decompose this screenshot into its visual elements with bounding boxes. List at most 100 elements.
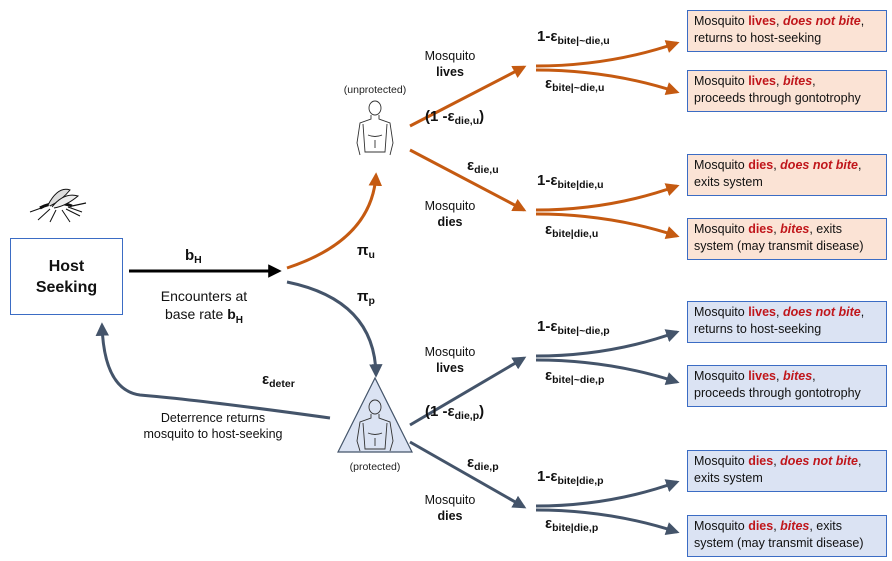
deter-eps: ε — [262, 371, 270, 388]
prot-dies-l2: dies — [437, 509, 463, 523]
encounter-line1: Encounters at — [160, 288, 248, 304]
pi-u: π — [357, 242, 369, 259]
prot-live-nobite-arrow — [535, 329, 680, 358]
human-icon — [356, 399, 394, 452]
prot-live-bite-arrow — [535, 358, 680, 386]
o-bite: bites — [782, 74, 813, 88]
o-result: system (may transmit disease) — [694, 536, 864, 550]
o-tail: , exits — [809, 519, 843, 533]
o-status: dies — [748, 454, 774, 468]
p4-eps: ε — [545, 515, 553, 532]
prot-die-nobite-arrow — [535, 479, 680, 508]
pi-p-sub: p — [368, 295, 375, 307]
o-tail: , — [812, 369, 816, 383]
prot-dies-branch — [409, 440, 527, 509]
outcome-unprot-lives-nobite: Mosquito lives, does not bite,returns to… — [687, 10, 887, 52]
unprot-live-bite-prob: εbite|~die,u — [545, 75, 604, 94]
prot-die-bite-prob: εbite|die,p — [545, 515, 598, 534]
unprot-die-prob: εdie,u — [467, 157, 499, 176]
o-tail: , — [857, 454, 862, 468]
unprot-survive-suf: ) — [479, 108, 485, 125]
u1-sub: bite|~die,u — [557, 35, 610, 47]
p4-sub: bite|die,p — [552, 522, 599, 534]
unprot-dies-l1: Mosquito — [424, 199, 476, 213]
o-status: lives — [748, 305, 777, 319]
o-result: proceeds through gontotrophy — [694, 386, 861, 400]
o-tail: , — [812, 74, 816, 88]
o-bite: does not bite — [782, 14, 861, 28]
o-result: system (may transmit disease) — [694, 239, 864, 253]
o-sep: , — [776, 305, 783, 319]
unprot-die-bite-arrow — [535, 212, 680, 240]
prot-lives-branch — [409, 356, 527, 427]
o-sep: , — [773, 454, 781, 468]
outcome-prot-lives-nobite: Mosquito lives, does not bite, returns to… — [687, 301, 887, 343]
prot-dies-l1: Mosquito — [424, 493, 476, 507]
o-text: Mosquito — [694, 305, 749, 319]
unprotected-label: (unprotected) — [343, 84, 407, 96]
o-text: Mosquito — [694, 369, 749, 383]
o-text: Mosquito — [694, 158, 749, 172]
unprot-live-nobite-prob: 1-εbite|~die,u — [537, 28, 610, 47]
prot-die-prob: εdie,p — [467, 454, 499, 473]
o-text: Mosquito — [694, 519, 749, 533]
prot-die-bite-arrow — [535, 508, 680, 536]
prot-die-sub: die,p — [474, 461, 499, 473]
pi-u-sub: u — [368, 249, 375, 261]
unprot-dies-label: Mosquito dies — [418, 198, 482, 230]
rate-sub: H — [194, 254, 202, 266]
encounter-line2: base rate — [164, 306, 224, 322]
o-status: dies — [748, 158, 774, 172]
unprot-die-bite-prob: εbite|die,u — [545, 221, 598, 240]
bednet-icon — [337, 376, 413, 453]
unprot-dies-l2: dies — [437, 215, 463, 229]
outcome-unprot-dies-nobite: Mosquito dies, does not bite,exits syste… — [687, 154, 887, 196]
u2-eps: ε — [545, 75, 553, 92]
unprot-survive-sub: die,u — [454, 115, 480, 127]
deterrence-arrow — [95, 322, 331, 420]
human-icon — [356, 100, 394, 156]
o-result: exits system — [694, 471, 763, 485]
o-bite: bites — [782, 369, 813, 383]
p3-eps: ε — [550, 468, 558, 485]
encounter-b: b — [227, 306, 236, 322]
o-sep: , — [776, 369, 783, 383]
unprot-survive-eps: ε — [447, 108, 455, 125]
pi-u-label: πu — [357, 242, 375, 261]
o-bite: does not bite — [782, 305, 861, 319]
pi-p-label: πp — [357, 288, 375, 307]
encounter-sub: H — [235, 314, 244, 326]
prot-die-nobite-prob: 1-εbite|die,p — [537, 468, 604, 487]
u2-sub: bite|~die,u — [552, 82, 605, 94]
outcome-prot-dies-nobite: Mosquito dies, does not bite,exits syste… — [687, 450, 887, 492]
rate-symbol: bH — [185, 247, 202, 266]
o-result: exits system — [694, 175, 763, 189]
prot-survive-suf: ) — [479, 403, 485, 420]
unprot-dies-branch — [409, 148, 527, 212]
u1-pre: 1- — [537, 28, 551, 45]
host-box-line2: Seeking — [35, 278, 98, 296]
prot-survive-sub: die,p — [454, 410, 480, 422]
o-sep: , — [776, 74, 783, 88]
unprot-lives-l1: Mosquito — [424, 49, 476, 63]
unprot-lives-branch — [409, 65, 527, 128]
o-tail: , — [860, 305, 865, 319]
o-sep: , — [773, 519, 781, 533]
o-result: returns to host-seeking — [694, 322, 822, 336]
outcome-unprot-lives-bite: Mosquito lives, bites,proceeds through g… — [687, 70, 887, 112]
to-protected-arrow — [286, 280, 383, 378]
p3-sub: bite|die,p — [557, 475, 604, 487]
unprot-live-bite-arrow — [535, 68, 680, 96]
prot-survive-prob: (1 -εdie,p) — [425, 403, 484, 422]
o-text: Mosquito — [694, 222, 749, 236]
o-tail: , — [857, 158, 862, 172]
deter-line2: mosquito to host-seeking — [143, 427, 283, 441]
p1-pre: 1- — [537, 318, 551, 335]
prot-live-bite-prob: εbite|~die,p — [545, 367, 604, 386]
host-box-line1: Host — [48, 257, 85, 275]
unprot-lives-l2: lives — [436, 65, 464, 79]
o-bite: bites — [780, 519, 810, 533]
